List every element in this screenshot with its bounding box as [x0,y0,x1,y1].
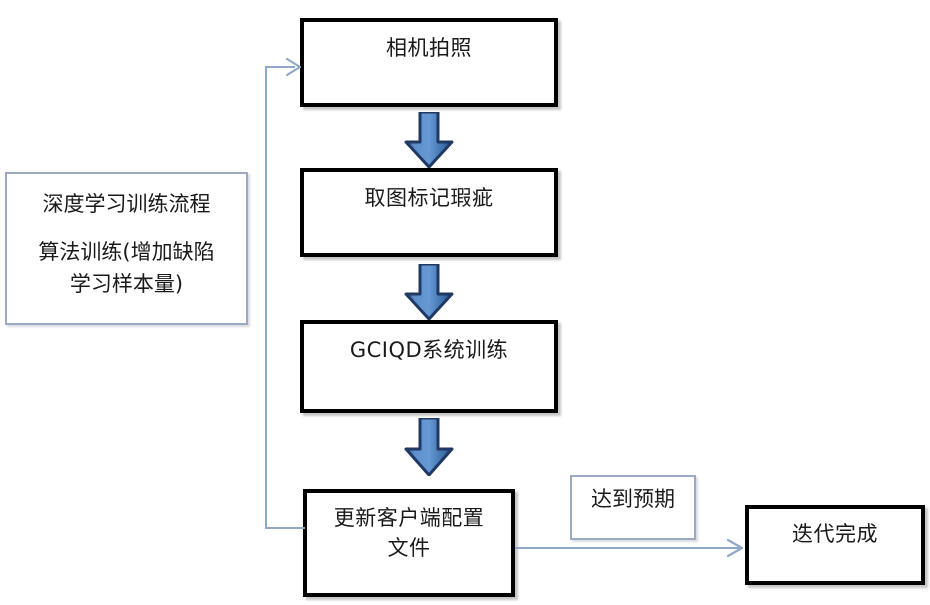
note-line-3: 学习样本量) [69,272,184,296]
process-box-camera-capture[interactable]: 相机拍照 [300,18,558,107]
process-box-gciqd-training[interactable]: GCIQD系统训练 [300,320,558,413]
connector-iteration-done-arrowhead-icon [726,538,746,558]
feedback-loop-vertical-segment [265,66,267,529]
note-line-1: 深度学习训练流程 [42,192,211,216]
down-arrow-icon-training-to-config [402,418,456,476]
process-box-update-config-label: 更新客户端配置 文件 [333,506,485,560]
down-arrow-icon-mark-to-training [402,264,456,320]
process-box-gciqd-training-label: GCIQD系统训练 [349,338,509,362]
down-arrow-icon-camera-to-mark [402,112,456,168]
process-box-mark-defects-label: 取图标记瑕疵 [364,186,494,210]
process-box-mark-defects[interactable]: 取图标记瑕疵 [300,168,558,257]
process-box-update-config[interactable]: 更新客户端配置 文件 [303,489,515,597]
note-line-2: 算法训练(增加缺陷 [38,240,215,264]
feedback-loop-arrowhead-icon [285,57,303,77]
feedback-loop-bottom-segment [265,527,305,529]
note-box-meets-expectation-label: 达到预期 [591,487,675,511]
note-box-training-process: 深度学习训练流程 算法训练(增加缺陷 学习样本量) [5,172,248,325]
connector-config-to-iteration-done [515,547,743,549]
process-box-camera-capture-label: 相机拍照 [386,36,472,60]
process-box-iteration-done[interactable]: 迭代完成 [745,505,925,585]
note-box-meets-expectation: 达到预期 [570,475,696,540]
feedback-loop-top-segment [265,66,295,68]
process-box-iteration-done-label: 迭代完成 [792,522,878,546]
